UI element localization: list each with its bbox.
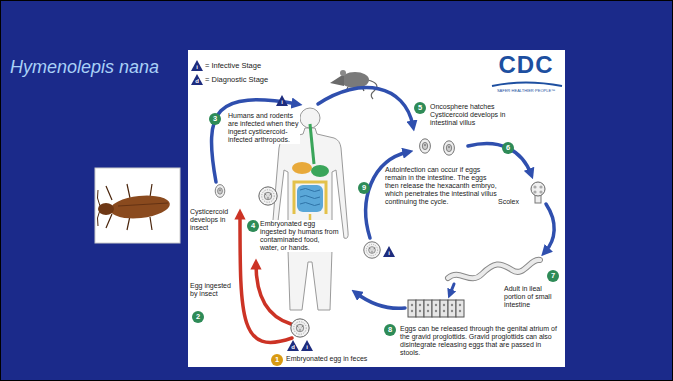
stage-letter: d — [192, 78, 202, 85]
callout-number: 8 — [388, 326, 392, 334]
stage-letter: i — [384, 250, 394, 257]
legend-entry: = Diagnostic Stage — [205, 76, 268, 85]
callout-number: 5 — [418, 104, 422, 112]
step-note: Humans and rodents are infected when the… — [228, 112, 300, 144]
cycle-arrows — [212, 88, 555, 343]
callout-number: 7 — [551, 272, 555, 280]
logo-text: SAFER·HEALTHIER·PEOPLE™ — [489, 89, 563, 93]
cdc-logo-mark — [492, 83, 562, 87]
slide-title: Hymenolepis nana — [10, 57, 159, 78]
callout-number: 4 — [251, 222, 255, 230]
step-circle: 3 — [209, 113, 221, 125]
callout-number: 9 — [362, 184, 366, 192]
step-circle: 6 — [502, 142, 514, 154]
gravid-proglottids — [408, 300, 464, 317]
logo-text: CDC — [489, 52, 563, 78]
step-note: Scolex — [498, 198, 530, 206]
callout-number: 1 — [275, 356, 279, 364]
callout-number: 3 — [213, 115, 217, 123]
step-note: Embryonated egg ingested by humans from … — [260, 220, 340, 252]
beetle-photo — [95, 168, 180, 243]
legend-text: = Infective Stage — [205, 61, 261, 70]
step-note: Oncosphere hatches Cysticercoid develops… — [430, 103, 526, 127]
scolex-figure — [531, 182, 545, 203]
step-circle: 4 — [247, 220, 259, 232]
stage-triangles — [191, 60, 395, 351]
step-note: Cysticercoid develops in insect — [190, 208, 234, 232]
step-note: Egg ingested by insect — [190, 282, 234, 298]
egg-figures — [259, 187, 380, 337]
step-circle: 8 — [384, 324, 396, 336]
callout-number: 6 — [506, 144, 510, 152]
stage-letter: i — [277, 99, 287, 106]
step-circle: 9 — [358, 182, 370, 194]
step-note: Adult in ileal portion of small intestin… — [504, 285, 560, 309]
stage-letter: d — [288, 344, 298, 351]
legend-entry: = Infective Stage — [205, 62, 261, 71]
step-note: Embryonated egg in feces — [286, 355, 386, 363]
step-circle: 7 — [547, 270, 559, 282]
stage-letter: i — [192, 64, 202, 71]
legend-text: = Diagnostic Stage — [205, 75, 268, 84]
adult-worm — [448, 260, 540, 278]
step-circle: 2 — [192, 311, 204, 323]
callout-number: 2 — [196, 313, 200, 321]
stage-letter: i — [302, 344, 312, 351]
step-circle: 5 — [414, 102, 426, 114]
step-note: Autoinfection can occur if eggs remain i… — [385, 166, 497, 206]
step-note: Eggs can be released through the genital… — [400, 325, 560, 357]
figure-panel — [188, 50, 565, 367]
step-circle: 1 — [271, 354, 283, 366]
